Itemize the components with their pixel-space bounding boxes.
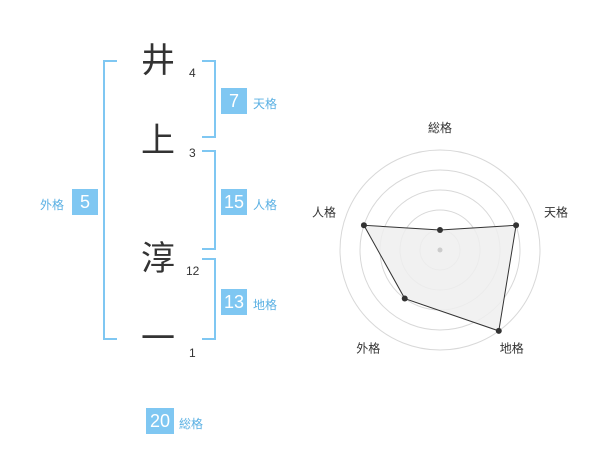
tenkaku-label: 天格 — [253, 97, 278, 111]
tenkaku-bracket — [202, 60, 216, 138]
radar-point-1 — [437, 227, 443, 233]
radar-axis-label-3: 地格 — [500, 341, 524, 356]
chikaku-label: 地格 — [253, 298, 278, 312]
soukaku-value: 20 — [146, 408, 174, 434]
radar-axis-label-5: 人格 — [312, 204, 336, 219]
radar-axis-label-4: 外格 — [356, 341, 380, 356]
radar-axis-label-1: 総格 — [428, 120, 452, 135]
name-char-1: 井 — [141, 41, 175, 81]
radar-point-2 — [513, 222, 520, 229]
radar-ring — [339, 149, 541, 351]
jinkaku-bracket — [202, 150, 216, 250]
stroke-count-4: 1 — [189, 346, 196, 360]
jinkaku-label: 人格 — [253, 198, 278, 212]
radar-axis-label-2: 天格 — [544, 204, 568, 219]
soukaku-label: 総格 — [179, 417, 204, 431]
tenkaku-value: 7 — [221, 88, 247, 114]
chikaku-bracket — [202, 258, 216, 340]
stroke-count-1: 4 — [189, 66, 196, 80]
gaikaku-value: 5 — [72, 189, 98, 215]
gaikaku-label: 外格 — [40, 198, 65, 212]
name-char-4: 一 — [141, 319, 175, 359]
stroke-count-3: 12 — [186, 264, 200, 278]
radar-point-3 — [495, 327, 502, 334]
stroke-count-2: 3 — [189, 146, 196, 160]
chikaku-value: 13 — [221, 289, 247, 315]
jinkaku-value: 15 — [221, 189, 247, 215]
radar-polygon — [363, 224, 517, 332]
radar-point-5 — [360, 222, 367, 229]
name-char-3: 淳 — [141, 239, 175, 279]
name-char-2: 上 — [141, 121, 175, 161]
radar-point-4 — [401, 295, 408, 302]
radar-center — [437, 247, 443, 253]
gaikaku-bracket — [103, 60, 117, 340]
radar-ring — [359, 169, 521, 331]
